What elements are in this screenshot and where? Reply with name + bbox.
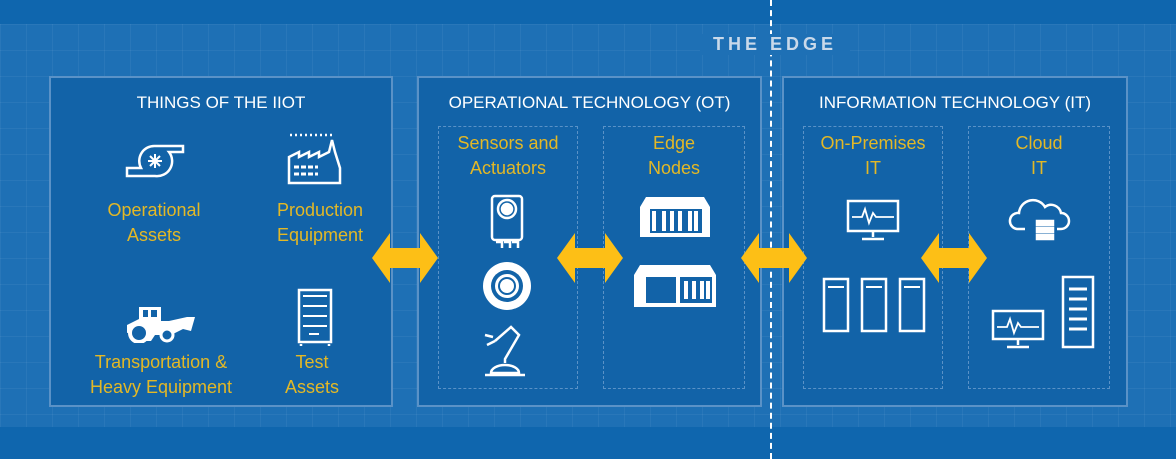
double-arrow-sensors-edge: [557, 233, 623, 283]
double-arrow-things-ot: [372, 233, 438, 283]
edge-gateway-icon: [634, 265, 716, 307]
speaker-actuator-icon: [483, 262, 531, 310]
cloud-icon: [1008, 198, 1071, 241]
factory-icon: [287, 133, 342, 185]
box-title: THINGS OF THE IIOT: [136, 93, 306, 112]
double-arrow-onprem-cloud: [921, 233, 987, 283]
double-arrow-ot-it: [741, 233, 807, 283]
tractor-icon: [127, 307, 195, 343]
monitor-server-icon: [991, 275, 1095, 349]
edge-node-icon: [640, 197, 710, 237]
turbine-icon: [125, 144, 185, 178]
test-rack-icon: [297, 288, 333, 346]
transportation-label: Transportation &Heavy Equipment: [89, 352, 233, 397]
edge-label: THE EDGE: [700, 34, 850, 55]
robot-arm-icon: [484, 325, 525, 377]
camera-sensor-icon: [490, 194, 524, 248]
monitor-icon: [846, 199, 900, 241]
edge-divider: [770, 0, 772, 459]
box-title: INFORMATION TECHNOLOGY (IT): [818, 93, 1091, 112]
box-title: OPERATIONAL TECHNOLOGY (OT): [448, 93, 731, 112]
servers-icon: [822, 277, 926, 333]
